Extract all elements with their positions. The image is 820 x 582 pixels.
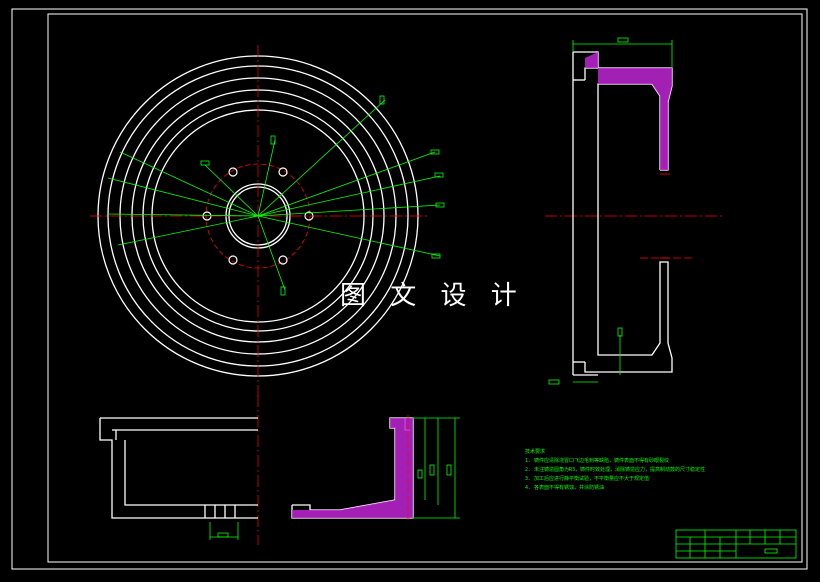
notes-item: 2. 未注铸造圆角为R3，铸件时效处理，消除铸造应力，提高制动鼓的尺寸稳定性 [525,467,706,473]
notes-item: 4. 各表面不得有锈蚀，并涂防锈油 [525,485,605,491]
front-view [90,45,445,400]
bottom-section-view [99,395,460,545]
side-section-view [545,37,725,385]
notes-title: 技术要求 [525,449,546,455]
watermark-text: 图 文 设 计 [340,281,525,311]
outer-border [11,8,808,570]
technical-requirements: 技术要求 1. 铸件应清除浇冒口飞边毛刺等缺陷，铸件表面不得有砂眼裂纹 2. 未… [525,448,705,493]
title-block [675,529,797,559]
inner-border [47,13,803,563]
notes-item: 3. 加工后应进行静平衡试验，不平衡量应不大于规定值 [525,476,650,482]
notes-item: 1. 铸件应清除浇冒口飞边毛刺等缺陷，铸件表面不得有砂眼裂纹 [525,458,670,464]
